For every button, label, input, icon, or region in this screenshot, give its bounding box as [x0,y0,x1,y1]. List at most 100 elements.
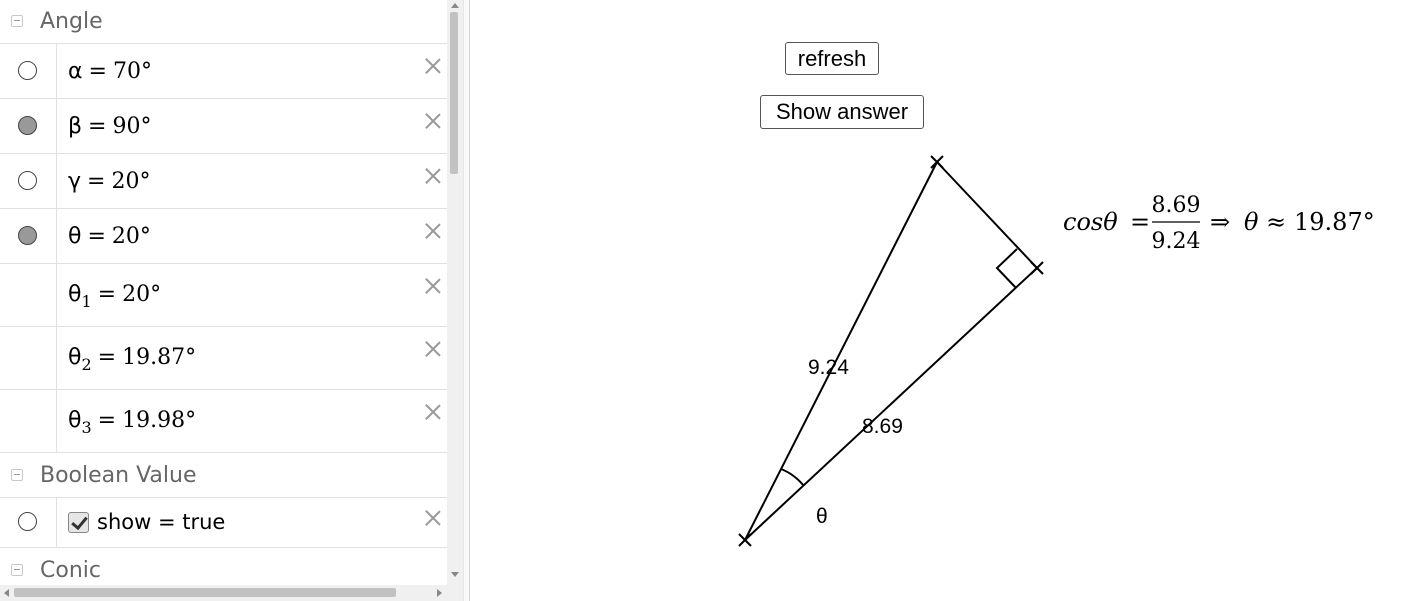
right-angle-marker [995,248,1018,289]
category-label: Angle [40,9,103,34]
visibility-cell [0,99,57,153]
algebra-row-show[interactable]: show = true [0,498,447,548]
category-angle-header[interactable]: Angle [0,0,447,44]
formula-denominator: 9.24 [1152,229,1201,254]
algebra-row-beta[interactable]: β=90° [0,99,447,154]
angle-symbol: β [68,114,83,139]
algebra-row-theta1[interactable]: θ1=20° [0,264,447,327]
algebra-expression[interactable]: β=90° [68,114,152,139]
visibility-toggle-icon[interactable] [18,171,37,190]
formula-theta: θ [1244,208,1259,236]
delete-icon[interactable] [423,56,443,76]
angle-value: 90° [112,114,152,139]
visibility-cell [0,44,57,98]
scrollbar-thumb[interactable] [14,588,396,597]
algebra-expression[interactable]: γ=20° [68,169,151,194]
scrollbar-thumb[interactable] [450,12,458,174]
algebra-row-theta3[interactable]: θ3=19.98° [0,390,447,453]
visibility-cell [0,209,57,263]
delete-icon[interactable] [423,508,443,528]
visibility-toggle-icon[interactable] [18,512,37,531]
delete-icon[interactable] [423,111,443,131]
scrollbar-corner [447,585,463,601]
boolean-value: true [182,510,226,534]
delete-icon[interactable] [423,166,443,186]
vertex-marker-right[interactable] [1030,261,1044,275]
angle-symbol: θ [68,224,82,249]
show-answer-button[interactable]: Show answer [760,95,924,129]
delete-icon[interactable] [423,276,443,296]
angle-symbol: θ [68,282,82,307]
adjacent-segment[interactable] [744,267,1038,541]
opposite-segment[interactable] [936,161,1038,269]
vertex-marker-bottom[interactable] [738,533,752,547]
visibility-cell [0,327,57,389]
collapse-icon[interactable] [11,15,23,27]
refresh-button[interactable]: refresh [785,42,879,75]
algebra-expression[interactable]: θ3=19.98° [68,408,197,437]
algebra-expression[interactable]: θ=20° [68,224,151,249]
delete-icon[interactable] [423,221,443,241]
formula-numerator: 8.69 [1152,193,1201,218]
theta-angle-arc [780,468,805,487]
visibility-cell [0,498,57,547]
vertical-scrollbar[interactable] [447,0,463,585]
graphics-view[interactable]: 9.24 8.69 θ cosθ = 8.69 9.24 ⇒ θ ≈ 19.87… [470,0,1426,601]
algebra-expression[interactable]: α=70° [68,59,152,84]
angle-symbol: γ [68,169,82,194]
category-label: Conic [40,558,101,583]
scroll-down-arrow-icon[interactable] [451,572,459,577]
hypotenuse-segment[interactable] [744,161,938,541]
cosine-formula: cosθ = 8.69 9.24 ⇒ θ ≈ 19.87° [1063,193,1375,254]
visibility-toggle-icon[interactable] [18,116,37,135]
scroll-left-arrow-icon[interactable] [4,589,9,597]
visibility-cell [0,154,57,208]
delete-icon[interactable] [423,402,443,422]
algebra-expression[interactable]: θ2=19.87° [68,345,197,374]
formula-result: 19.87° [1294,208,1375,236]
angle-value: 19.98° [122,408,197,433]
scroll-up-arrow-icon[interactable] [451,3,459,8]
angle-symbol: θ [68,345,82,370]
algebra-row-gamma[interactable]: γ=20° [0,154,447,209]
algebra-view: Angle α=70° β=90° γ=20° [0,0,447,601]
angle-label: θ [816,505,828,528]
horizontal-scrollbar[interactable] [0,585,447,601]
visibility-toggle-icon[interactable] [18,61,37,80]
hypotenuse-label: 9.24 [808,356,849,379]
algebra-row-alpha[interactable]: α=70° [0,44,447,99]
category-boolean-header[interactable]: Boolean Value [0,454,447,498]
algebra-row-theta2[interactable]: θ2=19.87° [0,327,447,390]
adjacent-label: 8.69 [862,415,903,438]
visibility-toggle-icon[interactable] [18,226,37,245]
scroll-right-arrow-icon[interactable] [437,589,442,597]
collapse-icon[interactable] [11,564,23,576]
formula-lhs: cosθ [1063,208,1118,236]
angle-value: 20° [122,282,162,307]
visibility-cell [0,390,57,452]
collapse-icon[interactable] [11,469,23,481]
angle-subscript: 1 [81,292,92,311]
formula-approx: ≈ [1266,208,1286,236]
boolean-expression[interactable]: show = true [68,510,225,534]
boolean-name: show [97,510,152,534]
algebra-expression[interactable]: θ1=20° [68,282,162,311]
angle-symbol: α [68,59,83,84]
angle-value: 20° [111,224,151,249]
angle-symbol: θ [68,408,82,433]
formula-equals: = [1130,208,1150,236]
category-label: Boolean Value [40,463,197,488]
graphics-canvas[interactable]: 9.24 8.69 θ cosθ = 8.69 9.24 ⇒ θ ≈ 19.87… [470,0,1426,601]
delete-icon[interactable] [423,339,443,359]
visibility-cell [0,264,57,326]
angle-value: 19.87° [122,345,197,370]
angle-value: 70° [112,59,152,84]
angle-value: 20° [111,169,151,194]
angle-subscript: 3 [81,418,92,437]
show-checkbox[interactable] [68,512,89,533]
algebra-row-theta[interactable]: θ=20° [0,209,447,264]
formula-implies: ⇒ [1210,208,1230,236]
angle-subscript: 2 [81,355,92,374]
vertex-marker-top[interactable] [930,155,944,169]
view-divider[interactable] [463,0,470,601]
